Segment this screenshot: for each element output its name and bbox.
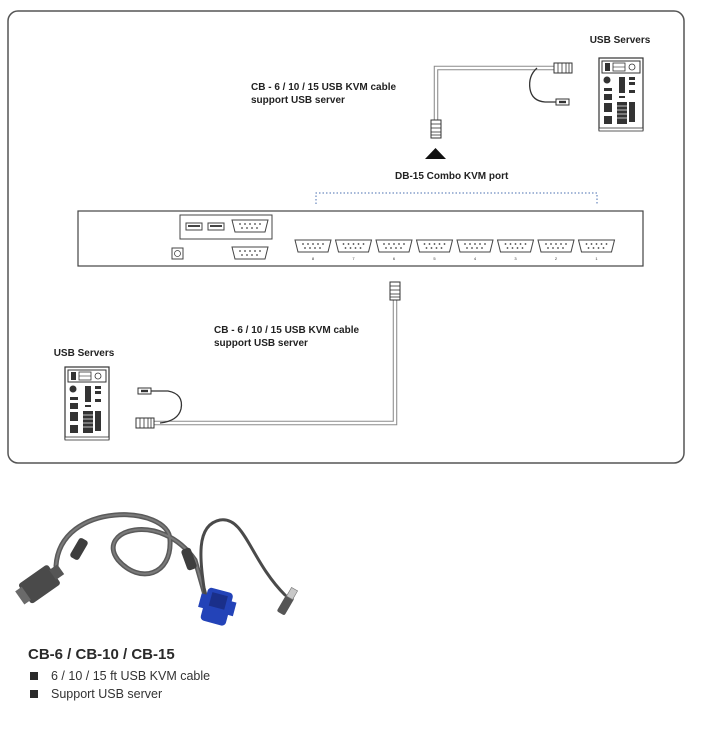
power-jack	[171, 247, 184, 260]
console-usb-port	[207, 222, 225, 231]
kvm-port-number: 2	[555, 256, 558, 261]
kvm-port-number: 4	[474, 256, 477, 261]
svg-text:USB Servers: USB Servers	[54, 348, 115, 359]
kvm-cable-product-photo	[15, 512, 299, 626]
kvm-port-1: 1	[578, 239, 615, 261]
product-info: CB-6 / CB-10 / CB-15 6 / 10 / 15 ft USB …	[28, 646, 210, 705]
svg-text:CB - 6 / 10 / 15 USB KVM cable: CB - 6 / 10 / 15 USB KVM cable	[214, 325, 359, 336]
kvm-port-4: 4	[456, 239, 494, 261]
bottom-server-title: USB Servers	[54, 348, 115, 359]
top-usb-server-tower	[598, 57, 644, 132]
feature-item: 6 / 10 / 15 ft USB KVM cable	[30, 669, 210, 683]
daisy-chain-vga-port	[231, 246, 269, 260]
console-vga-port	[231, 219, 269, 233]
kvm-port-7: 7	[335, 239, 372, 261]
feature-text: 6 / 10 / 15 ft USB KVM cable	[51, 669, 211, 683]
kvm-port-8: 8	[294, 239, 332, 261]
port-group-bracket	[315, 192, 598, 204]
bullet-square-icon	[30, 672, 38, 680]
feature-item: Support USB server	[30, 687, 210, 701]
svg-text:DB-15 Combo KVM port: DB-15 Combo KVM port	[395, 171, 509, 182]
top-kvm-cable	[430, 62, 573, 139]
bottom-cable-label: CB - 6 / 10 / 15 USB KVM cable support U…	[214, 325, 359, 349]
kvm-switch-rear-panel	[77, 210, 644, 267]
kvm-port-number: 8	[312, 256, 315, 261]
kvm-port-6: 6	[375, 239, 413, 261]
kvm-port-2: 2	[537, 239, 575, 261]
console-usb-port	[185, 222, 203, 231]
kvm-port-number: 5	[433, 256, 436, 261]
svg-text:support USB server: support USB server	[214, 338, 308, 349]
kvm-port-number: 7	[352, 256, 355, 261]
kvm-port-3: 3	[497, 239, 534, 261]
top-cable-label: CB - 6 / 10 / 15 USB KVM cable support U…	[251, 82, 396, 106]
bottom-usb-server-tower	[64, 366, 110, 441]
feature-text: Support USB server	[51, 687, 163, 701]
kvm-port-5: 5	[416, 239, 453, 261]
port-pointer-arrow-icon	[425, 148, 446, 159]
port-label: DB-15 Combo KVM port	[395, 171, 509, 182]
product-title: CB-6 / CB-10 / CB-15	[28, 646, 175, 663]
bullet-square-icon	[30, 690, 38, 698]
svg-text:support USB server: support USB server	[251, 95, 345, 106]
kvm-port-number: 1	[595, 256, 598, 261]
bottom-kvm-cable	[135, 281, 401, 429]
svg-text:USB Servers: USB Servers	[590, 35, 651, 46]
kvm-port-number: 6	[393, 256, 396, 261]
kvm-connection-diagram: USB Servers CB - 6 / 10 / 15 USB KVM cab…	[7, 10, 685, 626]
svg-text:CB - 6 / 10 / 15 USB KVM cable: CB - 6 / 10 / 15 USB KVM cable	[251, 82, 396, 93]
kvm-port-number: 3	[514, 256, 517, 261]
top-server-title: USB Servers	[590, 35, 651, 46]
